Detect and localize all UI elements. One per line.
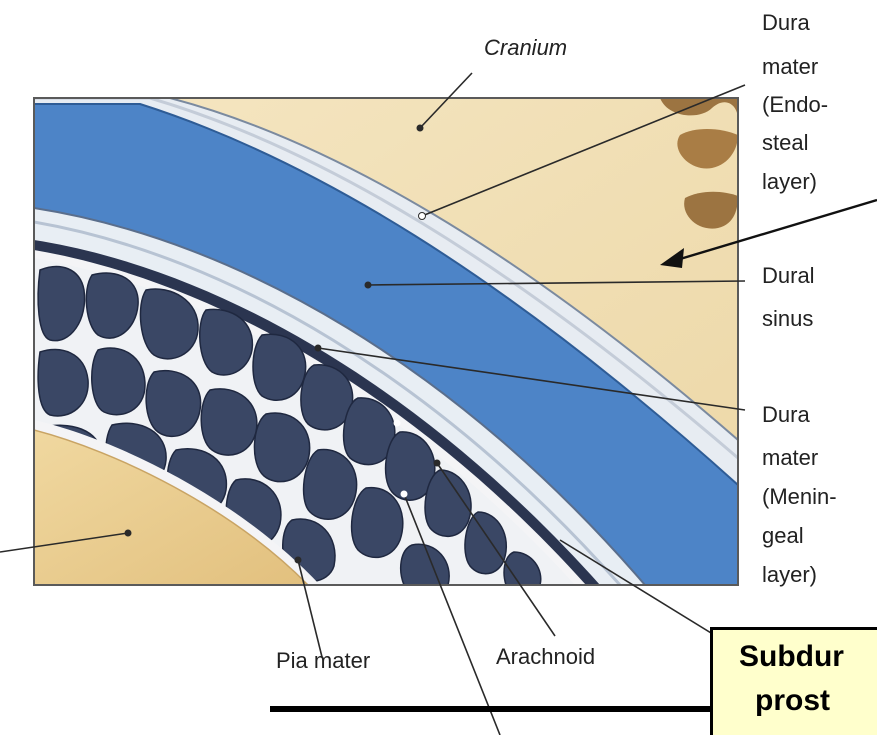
callout-line-2: prost xyxy=(755,684,830,718)
svg-text:Dural: Dural xyxy=(762,263,815,288)
illustration xyxy=(34,98,738,585)
svg-text:layer): layer) xyxy=(762,562,817,587)
svg-text:geal: geal xyxy=(762,523,804,548)
label-dura-meningeal: Dura mater (Menin- geal layer) xyxy=(762,402,837,587)
bottom-black-bar xyxy=(270,706,730,712)
svg-text:sinus: sinus xyxy=(762,306,813,331)
svg-text:Dura: Dura xyxy=(762,10,810,35)
svg-text:(Menin-: (Menin- xyxy=(762,484,837,509)
svg-text:steal: steal xyxy=(762,130,808,155)
label-cranium: Cranium xyxy=(484,35,567,60)
callout-line-1: Subdur xyxy=(739,640,844,674)
svg-text:mater: mater xyxy=(762,54,818,79)
svg-text:Dura: Dura xyxy=(762,402,810,427)
label-arachnoid: Arachnoid xyxy=(496,644,595,669)
svg-text:layer): layer) xyxy=(762,169,817,194)
svg-text:(Endo-: (Endo- xyxy=(762,92,828,117)
label-pia-mater: Pia mater xyxy=(276,648,370,673)
label-dura-endosteal: Dura mater (Endo- steal layer) xyxy=(762,10,828,194)
subdural-callout-box: Subdur prost xyxy=(710,627,877,735)
svg-text:mater: mater xyxy=(762,445,818,470)
label-dural-sinus: Dural sinus xyxy=(762,263,815,331)
